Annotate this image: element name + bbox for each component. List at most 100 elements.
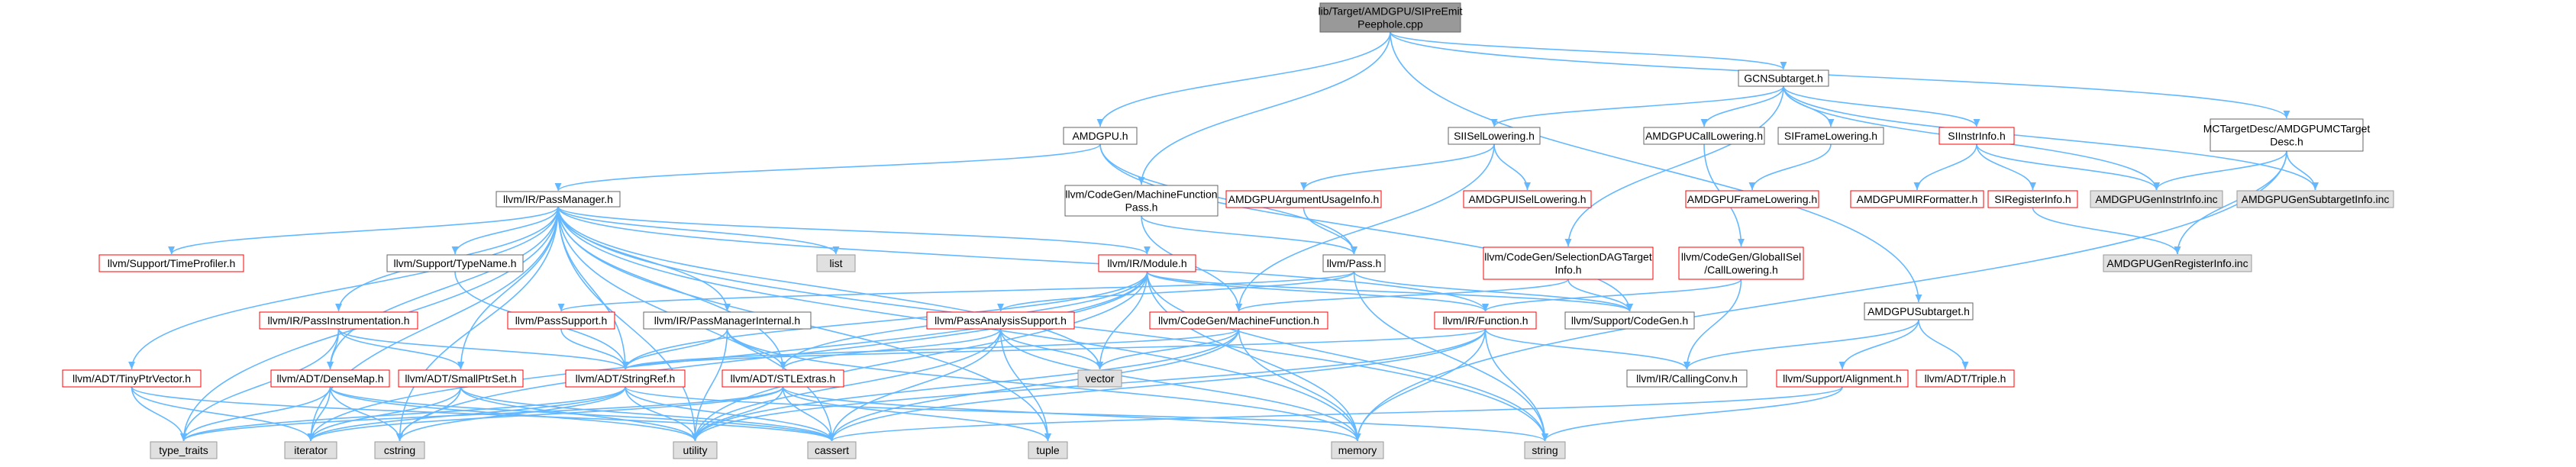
node-isellow[interactable]: AMDGPUISelLowering.h [1463,190,1592,208]
node-stlextras[interactable]: llvm/ADT/STLExtras.h [721,369,844,388]
node-siinstr[interactable]: SIInstrInfo.h [1938,127,2015,145]
node-siisel[interactable]: SIISelLowering.h [1448,127,1541,145]
node-pmi[interactable]: llvm/IR/PassManagerInternal.h [643,311,812,330]
edge-mf-to-vector [1096,328,1240,370]
node-gcnsub[interactable]: GCNSubtarget.h [1738,69,1829,87]
edge-stringref-to-typetraits [180,386,626,442]
node-timeprof[interactable]: llvm/Support/TimeProfiler.h [98,254,244,272]
edge-stringref-to-iterator [307,386,626,442]
edge-passinstr-to-typetraits [180,328,340,442]
node-pas[interactable]: llvm/PassAnalysisSupport.h [926,311,1075,330]
node-cstring[interactable]: cstring [374,441,425,459]
node-densemap[interactable]: llvm/ADT/DenseMap.h [270,369,390,388]
node-stringref[interactable]: llvm/ADT/StringRef.h [565,369,686,388]
node-passmgr[interactable]: llvm/IR/PassManager.h [496,191,621,208]
node-alignment[interactable]: llvm/Support/Alignment.h [1776,369,1909,388]
node-box [1322,254,1386,272]
edge-smallptr-to-iterator [307,386,462,442]
edge-module-to-stringref [621,271,1148,370]
node-tuple[interactable]: tuple [1028,441,1068,459]
node-label: llvm/CodeGen/MachineFunction.h [1158,314,1319,327]
edge-module-to-utility [692,271,1148,442]
edge-pas-to-stlextras [780,328,1002,370]
edge-passmgr-to-typename [451,206,559,255]
edge-root-to-amdsub [1390,31,1922,303]
node-label: utility [683,444,708,456]
node-label: Info.h [1554,264,1581,276]
node-passinstr[interactable]: llvm/IR/PassInstrumentation.h [259,311,418,330]
node-label: iterator [294,444,328,456]
edge-root-to-amdgpuh [1096,31,1391,127]
node-vector[interactable]: vector [1077,369,1122,388]
node-iterator[interactable]: iterator [284,441,337,459]
node-gensub[interactable]: AMDGPUGenSubtargetInfo.inc [2236,190,2394,208]
node-mirfmt[interactable]: AMDGPUMIRFormatter.h [1850,190,1984,208]
node-box [1916,369,2015,388]
edge-module-to-func [1146,271,1489,312]
node-box [1448,127,1541,145]
node-box [807,441,857,459]
node-label: llvm/PassAnalysisSupport.h [935,314,1067,327]
node-string[interactable]: string [1524,441,1566,459]
node-memory[interactable]: memory [1331,441,1384,459]
node-label: type_traits [159,444,208,456]
edge-stringref-to-string [625,386,1548,442]
node-label: string [1532,444,1558,456]
edge-mctd-to-gensub [2286,150,2319,191]
node-triple[interactable]: llvm/ADT/Triple.h [1916,369,2015,388]
node-cgh[interactable]: llvm/Support/CodeGen.h [1564,311,1695,330]
node-passh[interactable]: llvm/Pass.h [1322,254,1386,272]
node-box [398,369,524,388]
node-callconv[interactable]: llvm/IR/CallingConv.h [1626,369,1748,388]
node-box [1643,127,1765,145]
edge-gcnsub-to-callow [1700,85,1784,127]
edge-siisel-to-mf [1235,143,1495,312]
node-box [1434,311,1537,330]
node-tinyptr[interactable]: llvm/ADT/TinyPtrVector.h [62,369,202,388]
edge-stlextras-to-typetraits [180,386,784,442]
edge-root-to-gcnsub [1390,31,1787,70]
edge-passh-to-string [1353,271,1548,442]
node-argusage[interactable]: AMDGPUArgumentUsageInfo.h [1225,190,1382,208]
node-box [565,369,686,388]
node-label: llvm/CodeGen/GlobalISel [1681,251,1801,263]
node-framelow[interactable]: AMDGPUFrameLowering.h [1685,190,1819,208]
node-reginfo[interactable]: SIRegisterInfo.h [1987,190,2078,208]
edge-stlextras-to-tuple [782,386,1051,442]
node-module[interactable]: llvm/IR/Module.h [1098,254,1196,272]
node-callow[interactable]: AMDGPUCallLowering.h [1643,127,1765,145]
node-typetraits[interactable]: type_traits [150,441,218,459]
node-gisel[interactable]: llvm/CodeGen/GlobalISel/CallLowering.h [1678,246,1804,280]
node-passsupport[interactable]: llvm/PassSupport.h [507,311,615,330]
edge-stlextras-to-memory [782,386,1361,442]
node-func[interactable]: llvm/IR/Function.h [1434,311,1537,330]
node-geninstr[interactable]: AMDGPUGenInstrInfo.inc [2090,190,2223,208]
node-amdsub[interactable]: AMDGPUSubtarget.h [1864,302,1974,320]
node-smallptr[interactable]: llvm/ADT/SmallPtrSet.h [398,369,524,388]
node-list[interactable]: list [816,254,856,272]
edge-siisel-to-argusage [1300,143,1495,191]
edge-tinyptr-to-iterator [131,386,315,442]
node-box [386,254,524,272]
node-utility[interactable]: utility [673,441,718,459]
edge-module-to-string [1146,271,1548,442]
node-sifl[interactable]: SIFrameLowering.h [1777,127,1884,145]
node-label: MCTargetDesc/AMDGPUMCTarget [2203,123,2371,135]
node-genreg[interactable]: AMDGPUGenRegisterInfo.inc [2103,254,2252,272]
node-box [721,369,844,388]
node-mf[interactable]: llvm/CodeGen/MachineFunction.h [1149,311,1328,330]
node-label: llvm/Pass.h [1327,257,1382,269]
node-label: llvm/Support/TimeProfiler.h [108,257,236,269]
edge-pmi-to-stringref [621,328,728,370]
edge-module-to-memory [1146,271,1361,442]
edge-stlextras-to-cassert [782,386,835,442]
node-cassert[interactable]: cassert [807,441,857,459]
node-label: cstring [384,444,415,456]
node-amdgpuh[interactable]: AMDGPU.h [1063,127,1138,145]
node-typename[interactable]: llvm/Support/TypeName.h [386,254,524,272]
node-label: llvm/Support/CodeGen.h [1571,314,1688,327]
